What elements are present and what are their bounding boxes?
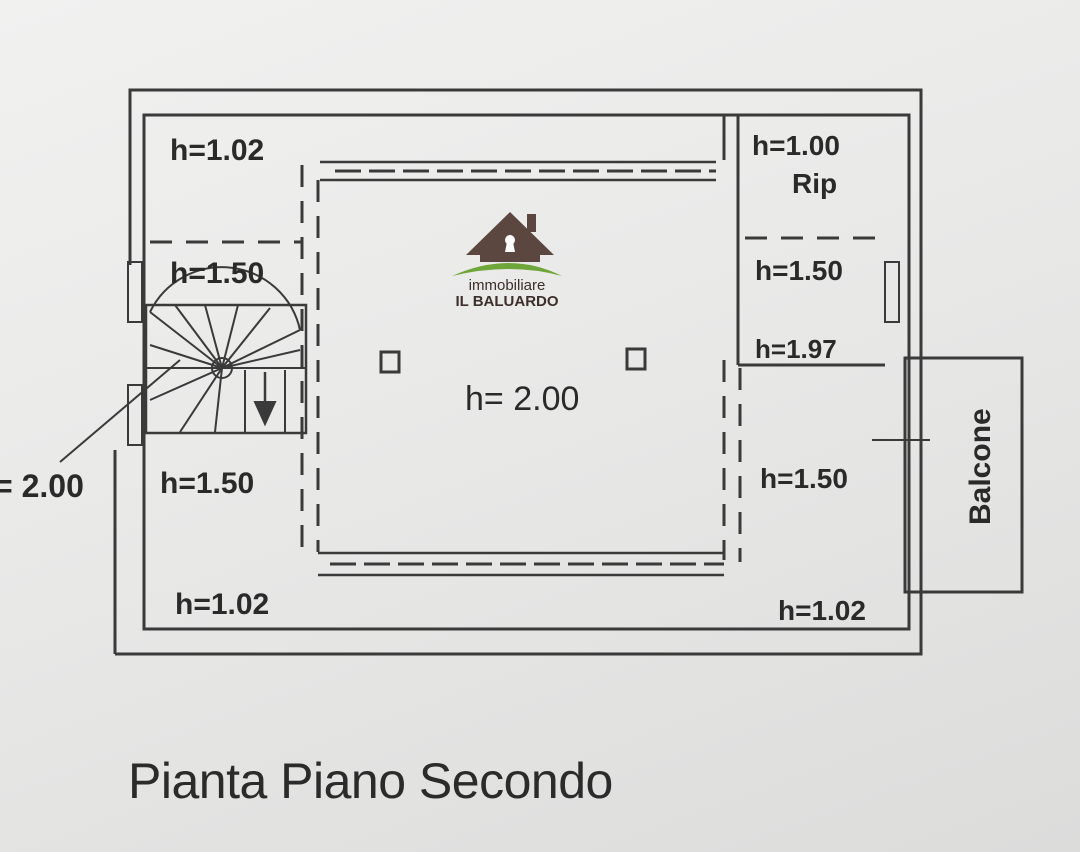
height-label-right-upper: h=1.50: [755, 255, 843, 286]
stair-tread: [149, 344, 223, 369]
height-label-top-right: h=1.00: [752, 130, 840, 161]
height-label-right-mid: h=1.97: [755, 334, 837, 364]
stair-tread: [221, 307, 271, 369]
left-window-lower: [127, 384, 143, 446]
height-label-right-lower: h=1.50: [760, 463, 848, 494]
stair-tread: [221, 329, 301, 369]
left-window-upper: [127, 261, 143, 323]
stair-tread: [204, 304, 223, 369]
logo-swoosh-icon: [452, 263, 562, 276]
stair-arrow-head: [253, 401, 277, 427]
stair-tread: [174, 304, 223, 369]
logo-text-line1: immobiliare: [469, 277, 546, 294]
right-window: [884, 261, 900, 323]
height-label-left-upper: h=1.50: [170, 257, 264, 290]
height-label-bottom-left: h=1.02: [175, 588, 269, 621]
stair-tread: [149, 367, 223, 401]
logo-chimney-icon: [527, 214, 536, 232]
spiral-stair-arc: [149, 266, 301, 331]
stair-tread: [221, 349, 301, 369]
logo-text-line2: IL BALUARDO: [455, 293, 558, 310]
spiral-stair-core: [211, 357, 233, 379]
stair-tread: [149, 311, 223, 369]
stair-tread: [179, 367, 223, 433]
room-label-balcone: Balcone: [964, 408, 997, 525]
room-label-rip: Rip: [792, 168, 837, 199]
agency-logo: immobiliare IL BALUARDO: [452, 212, 562, 310]
stair-tread: [221, 304, 239, 369]
pillar-left: [379, 350, 401, 374]
plan-caption: Pianta Piano Secondo: [128, 753, 613, 809]
balcony-outline: [903, 356, 1024, 594]
outer-wall: [115, 88, 923, 656]
inner-wall: [142, 113, 911, 631]
height-label-top-left: h=1.02: [170, 134, 264, 167]
stair-leader-line: [59, 359, 181, 463]
height-label-center: h= 2.00: [465, 380, 579, 418]
pillar-right: [625, 347, 647, 371]
stair-tread: [214, 367, 223, 433]
logo-keyhole-icon-stem: [505, 242, 515, 252]
height-label-bottom-right: h=1.02: [778, 595, 866, 626]
height-label-stair: = 2.00: [0, 468, 84, 504]
height-label-left-lower: h=1.50: [160, 467, 254, 500]
